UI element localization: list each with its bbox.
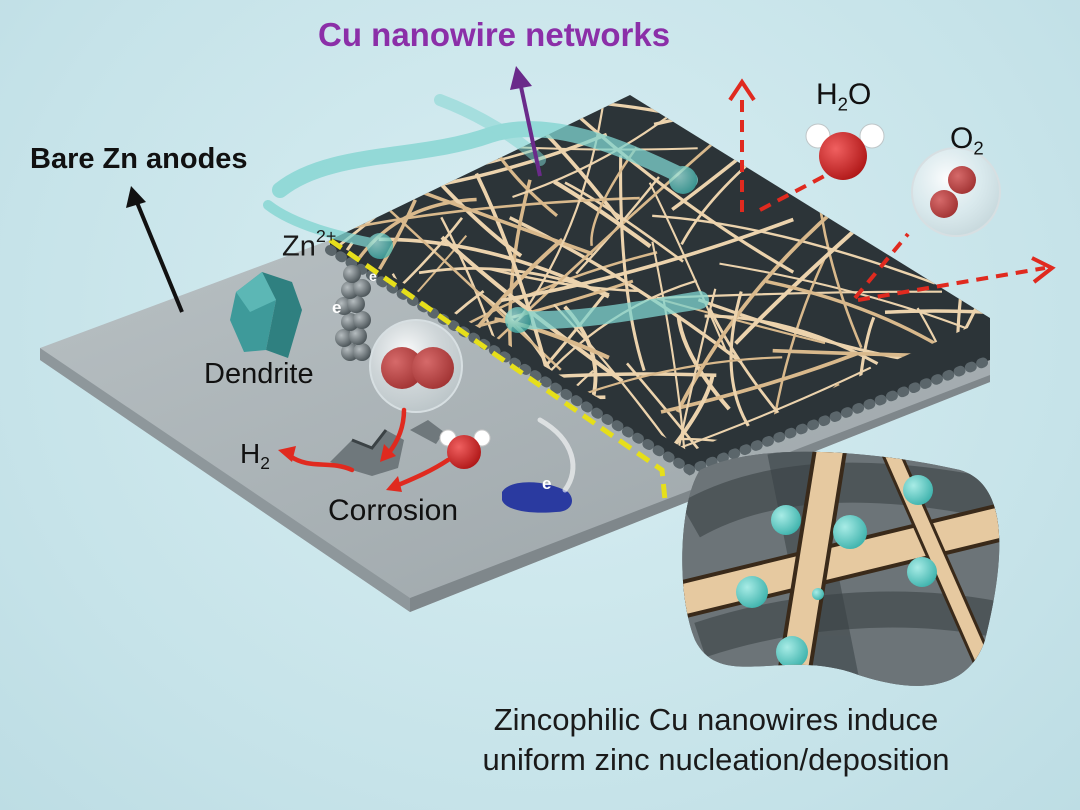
electron-label: e bbox=[332, 298, 342, 317]
nanowire bbox=[651, 241, 689, 452]
nanowire bbox=[440, 235, 624, 383]
dashed-red-arrowheads bbox=[728, 78, 1056, 284]
nanowire bbox=[555, 95, 795, 274]
magnified-inset bbox=[682, 451, 1000, 686]
divider-dashed-line bbox=[328, 237, 668, 501]
caption: Zincophilic Cu nanowires induce uniform … bbox=[436, 700, 996, 780]
corrosion-crack bbox=[330, 420, 444, 476]
nanowire bbox=[578, 356, 783, 397]
nanowire bbox=[564, 181, 684, 263]
electron-blob-icon bbox=[502, 482, 572, 513]
nanowire bbox=[590, 146, 638, 246]
hydrogen-bubble-icon bbox=[369, 319, 463, 413]
h2-sub: 2 bbox=[260, 453, 270, 474]
bare-zn-title: Bare Zn anodes bbox=[30, 143, 248, 175]
zn-sphere bbox=[349, 327, 367, 345]
zn-sphere bbox=[347, 295, 365, 313]
nanowire bbox=[772, 348, 927, 358]
nanowire bbox=[660, 288, 717, 452]
h2o-label: H2O bbox=[816, 78, 871, 116]
zn-ion-trails bbox=[263, 94, 709, 333]
dendrite-label: Dendrite bbox=[204, 358, 314, 390]
nanowire bbox=[553, 303, 721, 452]
red-arrowheads-bare bbox=[278, 444, 402, 492]
h2-label: H2 bbox=[240, 438, 270, 474]
zn-sphere bbox=[353, 279, 371, 297]
h2o-tail: O bbox=[848, 78, 872, 111]
nanowire bbox=[648, 182, 728, 352]
electron-label: e bbox=[542, 474, 552, 493]
nanowire bbox=[992, 96, 1038, 347]
h2o-base: H bbox=[816, 78, 838, 111]
cu-nanowire-title: Cu nanowire networks bbox=[318, 16, 671, 53]
nanowire bbox=[518, 95, 606, 320]
corrosion-label: Corrosion bbox=[328, 494, 459, 527]
nanowire bbox=[641, 374, 715, 452]
nanowire bbox=[449, 251, 658, 335]
oxygen-bubble-icon bbox=[911, 147, 1001, 237]
up-arrow-icon bbox=[126, 186, 184, 313]
o2-base: O bbox=[950, 122, 974, 155]
nanowire bbox=[494, 317, 610, 360]
nanowire bbox=[626, 362, 805, 452]
nanowire bbox=[884, 309, 990, 332]
zn-sup: 2+ bbox=[315, 226, 337, 246]
nanowire bbox=[708, 307, 844, 452]
zn-base: Zn bbox=[282, 230, 316, 263]
nanowire bbox=[488, 267, 638, 292]
electron-trail bbox=[537, 417, 576, 493]
caption-line-2: uniform zinc nucleation/deposition bbox=[482, 742, 950, 777]
zn-ion-label: Zn2+ bbox=[282, 226, 336, 263]
nanowire bbox=[675, 191, 856, 413]
caption-line-1: Zincophilic Cu nanowires induce bbox=[493, 702, 939, 737]
water-molecule-icon bbox=[805, 123, 885, 180]
h2-base: H bbox=[240, 438, 261, 469]
o2-label: O2 bbox=[950, 122, 984, 160]
nanowire bbox=[985, 426, 990, 452]
h2o-sub: 2 bbox=[837, 93, 849, 115]
dashed-red-arrow-icon bbox=[740, 92, 1046, 302]
zn-nucleation-column bbox=[335, 265, 371, 361]
nanowire bbox=[553, 179, 652, 249]
dendrite-icon bbox=[230, 272, 302, 358]
zn-sphere bbox=[343, 265, 361, 283]
zn-sphere bbox=[335, 329, 353, 347]
up-arrow-icon bbox=[510, 66, 542, 177]
nanowire bbox=[597, 366, 872, 452]
zn-sphere bbox=[353, 343, 371, 361]
nanowire bbox=[652, 214, 936, 285]
zn-sphere bbox=[353, 311, 371, 329]
nanowire bbox=[619, 155, 646, 372]
o2-sub: 2 bbox=[973, 137, 984, 159]
nanowire bbox=[508, 179, 532, 368]
water-molecule-icon bbox=[439, 429, 491, 469]
nanowire bbox=[729, 291, 750, 428]
electron-label: e bbox=[369, 268, 377, 284]
